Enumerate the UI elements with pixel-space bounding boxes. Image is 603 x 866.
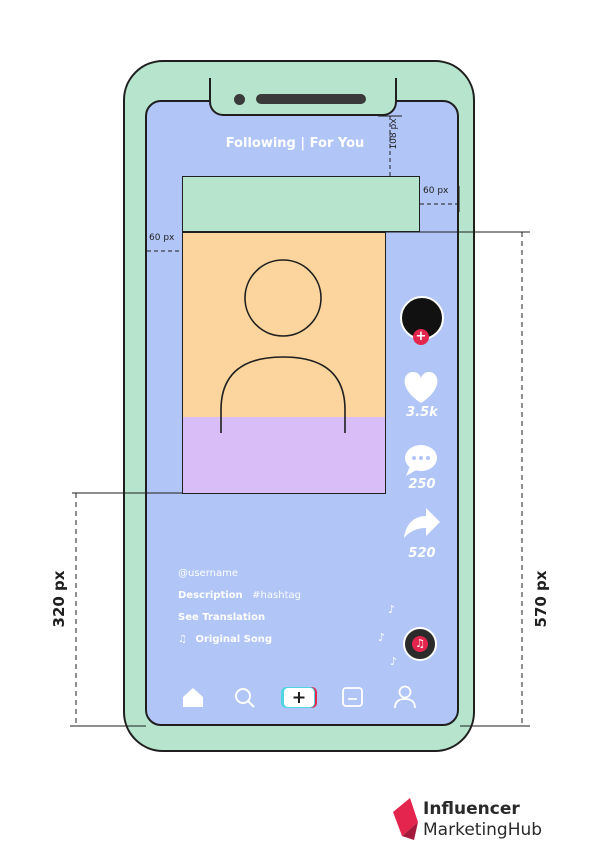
share-count: 520 [408,546,436,561]
top-tabs-label[interactable]: Following | For You [225,136,365,151]
logo-word-influencer: Influencer [423,799,520,819]
left-margin-label: 60 px [149,233,175,243]
top-offset-label: 108 px [389,118,399,150]
add-icon [281,687,317,708]
song-name: Original Song [195,634,273,645]
person-head-icon [244,259,322,337]
hashtag-text[interactable]: #hashtag [252,590,301,601]
person-body-icon [220,356,346,433]
right-margin-label: 60 px [423,186,449,196]
comment-icon [405,445,437,476]
camera-dot [234,94,245,105]
comment-count: 250 [408,477,436,492]
logo-mark-icon [393,798,418,840]
heart-icon [404,372,438,403]
inbox-icon [342,687,363,707]
music-note-icon: ♪ [388,603,395,616]
share-icon [404,508,440,538]
username-text[interactable]: @username [178,568,238,579]
music-disc[interactable] [403,627,437,661]
home-icon [183,688,203,707]
see-translation-link[interactable]: See Translation [178,612,266,623]
bottom-height-label: 320 px [50,570,68,628]
music-note-icon: ♪ [390,655,397,668]
profile-icon [394,685,416,709]
follow-plus-icon[interactable]: + [413,329,429,345]
search-icon [235,688,255,708]
speaker-slot [256,94,366,104]
music-note-icon: ♪ [378,631,385,644]
music-disc-icon: ♫ [412,636,428,652]
right-height-label: 570 px [532,570,550,628]
music-icon: ♫ [178,634,187,645]
lower-content-box [182,417,386,494]
description-text: Description [178,590,243,601]
description-line: Description #hashtag [178,590,301,601]
like-count: 3.5k [406,405,438,420]
video-content-box [182,232,386,418]
logo-word-marketinghub: MarketingHub [423,820,543,840]
top-safe-zone-box [182,176,420,232]
song-line[interactable]: ♫ Original Song [178,634,272,645]
